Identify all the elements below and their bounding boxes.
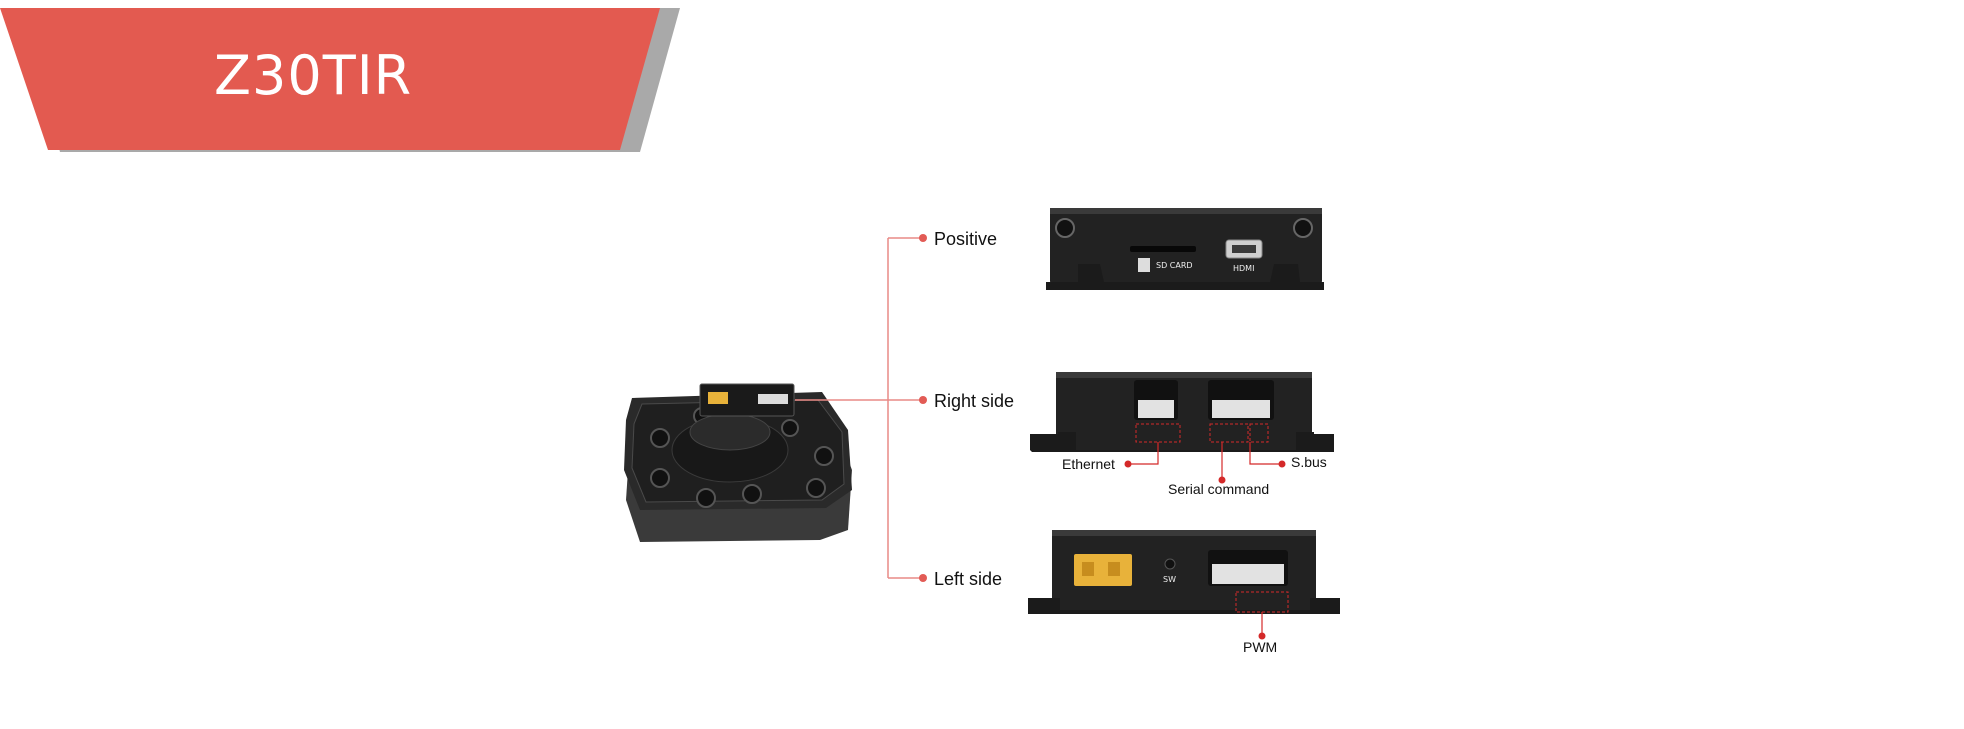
view-label-left-side: Left side [934, 569, 1002, 589]
positive-panel-photo: SD CARD HDMI [1046, 208, 1324, 290]
dot-positive [919, 234, 927, 242]
right-side-panel-photo [1030, 372, 1334, 452]
callout-ethernet: Ethernet [1062, 456, 1115, 472]
dot-right-side [919, 396, 927, 404]
connector-tree: Positive Right side Left side [795, 229, 1014, 589]
left-side-callouts: PWM [1243, 612, 1277, 655]
sd-card-label: SD CARD [1156, 261, 1193, 270]
callout-pwm: PWM [1243, 639, 1277, 655]
left-side-panel-photo: SW [1028, 530, 1340, 614]
view-label-positive: Positive [934, 229, 997, 249]
header-banner: Z30TIR [0, 0, 700, 160]
page-title: Z30TIR [214, 44, 413, 107]
banner-shape [0, 8, 680, 152]
sw-label: SW [1163, 575, 1176, 584]
view-label-right-side: Right side [934, 391, 1014, 411]
gimbal-mount-photo [624, 383, 852, 542]
dot-left-side [919, 574, 927, 582]
callout-serial-command: Serial command [1168, 481, 1269, 497]
callout-sbus: S.bus [1291, 454, 1327, 470]
hdmi-label: HDMI [1233, 264, 1254, 273]
right-side-callouts: Ethernet Serial command S.bus [1062, 442, 1327, 497]
